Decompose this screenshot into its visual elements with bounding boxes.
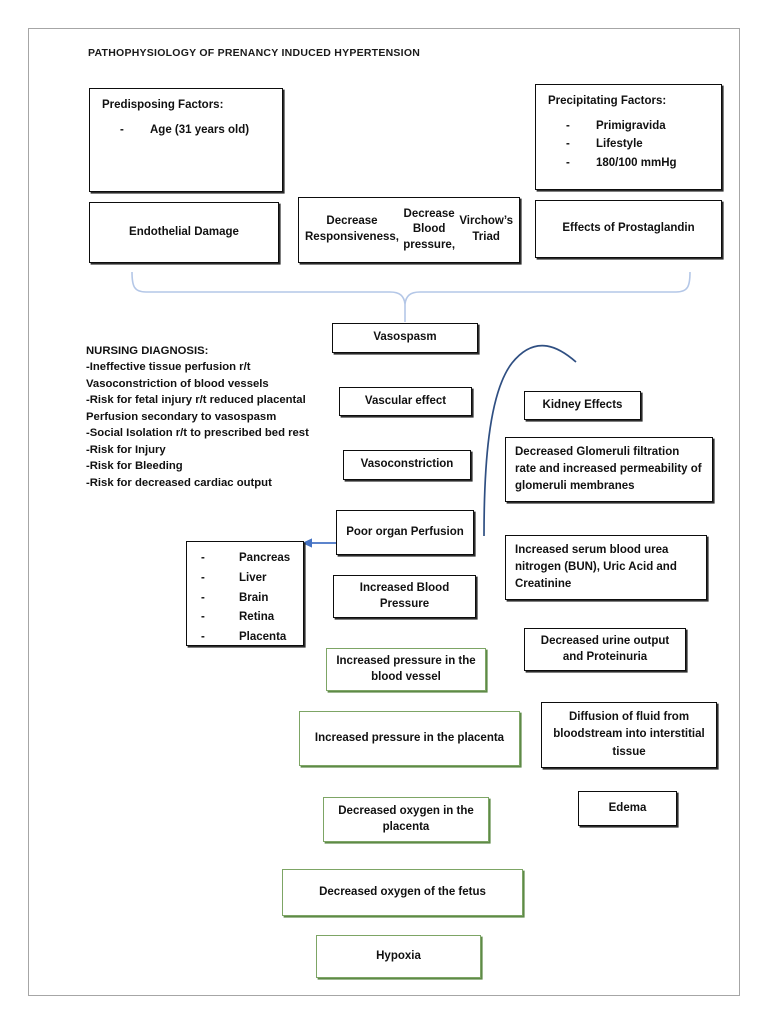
list-item: 180/100 mmHg (566, 154, 709, 173)
node-decrease-responsiveness[interactable]: Decrease Responsiveness, Decrease Blood … (298, 197, 520, 263)
organ-list: Pancreas Liver Brain Retina Placenta (191, 549, 290, 648)
node-decreased-oxygen-placenta[interactable]: Decreased oxygen in the placenta (323, 797, 489, 842)
list-item: Liver (201, 569, 290, 589)
node-increased-pressure-blood-vessel[interactable]: Increased pressure in the blood vessel (326, 648, 486, 691)
node-diffusion-of-fluid[interactable]: Diffusion of fluid from bloodstream into… (541, 702, 717, 768)
node-increased-pressure-placenta[interactable]: Increased pressure in the placenta (299, 711, 520, 766)
predisposing-header: Predisposing Factors: (102, 99, 224, 111)
node-affected-organs[interactable]: Pancreas Liver Brain Retina Placenta (186, 541, 304, 648)
nursing-diagnosis-line: Perfusion secondary to vasospasm (86, 410, 277, 423)
node-label: Decreased oxygen in the placenta (338, 804, 474, 833)
node-label: Increased Blood Pressure (359, 581, 450, 610)
node-kidney-effects[interactable]: Kidney Effects (524, 391, 641, 420)
node-predisposing-factors[interactable]: Predisposing Factors: Age (31 years old) (89, 88, 283, 192)
node-vascular-effect[interactable]: Vascular effect (339, 387, 472, 416)
node-precipitating-factors[interactable]: Precipitating Factors: Primigravida Life… (535, 84, 722, 190)
node-label: Decreased Glomeruli filtration rate and … (515, 445, 702, 493)
node-label: Increased pressure in the blood vessel (336, 654, 476, 683)
node-increased-bun[interactable]: Increased serum blood urea nitrogen (BUN… (505, 535, 707, 600)
node-label: Decreased oxygen of the fetus (319, 885, 486, 898)
organ-arrow-connector (302, 538, 336, 548)
node-glomeruli-filtration[interactable]: Decreased Glomeruli filtration rate and … (505, 437, 713, 502)
nursing-diagnosis-line: -Risk for fetal injury r/t reduced place… (86, 394, 306, 407)
node-effects-of-prostaglandin[interactable]: Effects of Prostaglandin (535, 200, 722, 258)
node-endothelial-damage[interactable]: Endothelial Damage (89, 202, 279, 263)
nursing-diagnosis-line: -Ineffective tissue perfusion r/t (86, 361, 251, 374)
node-edema[interactable]: Edema (578, 791, 677, 826)
node-poor-organ-perfusion[interactable]: Poor organ Perfusion (336, 510, 474, 555)
node-line: Virchow’s Triad (459, 215, 513, 243)
node-label: Increased pressure in the placenta (314, 731, 505, 744)
node-increased-blood-pressure[interactable]: Increased Blood Pressure (333, 575, 476, 618)
nursing-diagnosis-line: Vasoconstriction of blood vessels (86, 377, 269, 390)
nursing-diagnosis-line: -Social Isolation r/t to prescribed bed … (86, 427, 309, 440)
node-label: Increased serum blood urea nitrogen (BUN… (515, 543, 677, 591)
nursing-diagnosis-line: -Risk for Bleeding (86, 460, 183, 473)
list-item: Age (31 years old) (120, 121, 270, 140)
node-line: Decrease Blood pressure, (403, 207, 456, 251)
precipitating-header: Precipitating Factors: (548, 95, 667, 107)
brace-connector (131, 271, 691, 305)
node-decreased-urine-output[interactable]: Decreased urine output and Proteinuria (524, 628, 686, 671)
list-item: Retina (201, 608, 290, 628)
list-item: Brain (201, 589, 290, 609)
node-label: Poor organ Perfusion (346, 525, 464, 538)
predisposing-list: Age (31 years old) (102, 121, 270, 140)
nursing-diagnosis-line: -Risk for decreased cardiac output (86, 476, 272, 489)
nursing-diagnosis-line: -Risk for Injury (86, 443, 166, 456)
nursing-diagnosis-title: NURSING DIAGNOSIS: (86, 345, 209, 357)
node-decreased-oxygen-fetus[interactable]: Decreased oxygen of the fetus (282, 869, 523, 916)
node-vasospasm[interactable]: Vasospasm (332, 323, 478, 353)
node-hypoxia[interactable]: Hypoxia (316, 935, 481, 978)
list-item: Placenta (201, 628, 290, 648)
list-item: Primigravida (566, 117, 709, 136)
list-item: Lifestyle (566, 135, 709, 154)
nursing-diagnosis-block: NURSING DIAGNOSIS: -Ineffective tissue p… (86, 343, 336, 491)
list-item: Pancreas (201, 549, 290, 569)
node-line: Decrease Responsiveness, (305, 215, 399, 243)
page-title: PATHOPHYSIOLOGY OF PRENANCY INDUCED HYPE… (88, 47, 421, 59)
node-label: Decreased urine output and Proteinuria (540, 634, 670, 663)
node-label: Diffusion of fluid from bloodstream into… (553, 711, 705, 758)
precipitating-list: Primigravida Lifestyle 180/100 mmHg (548, 117, 709, 173)
node-vasoconstriction[interactable]: Vasoconstriction (343, 450, 471, 480)
